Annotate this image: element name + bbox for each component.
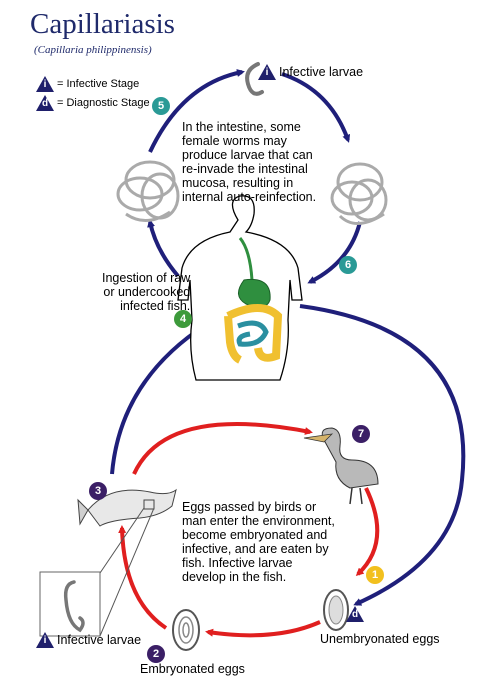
infective-larvae-top-label: i Infective larvae <box>258 64 363 80</box>
page-title: Capillariasis <box>30 8 175 40</box>
adult-worm-left-icon <box>116 160 180 222</box>
stage-7-badge: 7 <box>352 425 370 443</box>
embryonated-egg-icon <box>172 609 200 651</box>
arrow-human-to-left-worm <box>147 219 180 278</box>
fish-icon <box>77 488 177 637</box>
stage-5-badge: 5 <box>152 97 170 115</box>
stage-2-badge: 2 <box>147 645 165 663</box>
stage-1-label: Unembryonated eggs <box>320 632 440 646</box>
arrow-embryonated-to-fish <box>118 525 168 630</box>
human-body-icon <box>177 195 303 381</box>
arrow-worm-to-human <box>307 221 362 284</box>
diagnostic-marker: d <box>346 606 367 622</box>
larva-top-icon <box>245 62 264 96</box>
stage-1-badge: 1 <box>366 566 384 584</box>
arrow-bird-to-eggs <box>355 487 380 577</box>
arrow-fish-to-bird <box>132 422 313 475</box>
stage-2-label: Embryonated eggs <box>140 662 245 676</box>
page-subtitle: (Capillaria philippinensis) <box>34 44 152 56</box>
arrow-eggs-to-embryonated <box>205 620 321 638</box>
legend-infective: i = Infective Stage <box>36 76 139 92</box>
stage-4-label: Ingestion of raw or undercooked infected… <box>102 271 191 313</box>
infective-stage-icon: i <box>258 64 276 80</box>
diagnostic-stage-icon: d <box>36 95 54 111</box>
larva-inset-icon <box>63 580 85 633</box>
pelican-icon <box>303 427 379 505</box>
infective-stage-icon: i <box>36 632 54 648</box>
diagnostic-stage-icon: d <box>346 606 364 622</box>
arrow-left-worm-to-larvae <box>148 69 245 153</box>
legend-diagnostic: d = Diagnostic Stage <box>36 95 150 111</box>
legend-diagnostic-label: = Diagnostic Stage <box>57 97 150 109</box>
stage-4-badge: 4 <box>174 310 192 328</box>
legend-infective-label: = Infective Stage <box>57 78 140 90</box>
infective-stage-icon: i <box>36 76 54 92</box>
infective-larvae-bottom-label: i Infective larvae <box>36 632 141 648</box>
stage-3-badge: 3 <box>89 482 107 500</box>
stage-3-label: Infective larvae <box>57 633 142 647</box>
arrow-larvae-to-worm-right <box>281 72 351 143</box>
stage-6-badge: 6 <box>339 256 357 274</box>
arrow-human-to-eggs <box>299 304 466 606</box>
stage-5-label: Infective larvae <box>279 65 364 79</box>
adult-worm-right-icon <box>330 162 388 225</box>
arrow-fish-to-human <box>110 322 210 475</box>
autoinfection-note: In the intestine, some female worms may … <box>182 120 317 204</box>
environment-note: Eggs passed by birds or man enter the en… <box>182 500 335 584</box>
unembryonated-egg-icon <box>323 589 349 631</box>
